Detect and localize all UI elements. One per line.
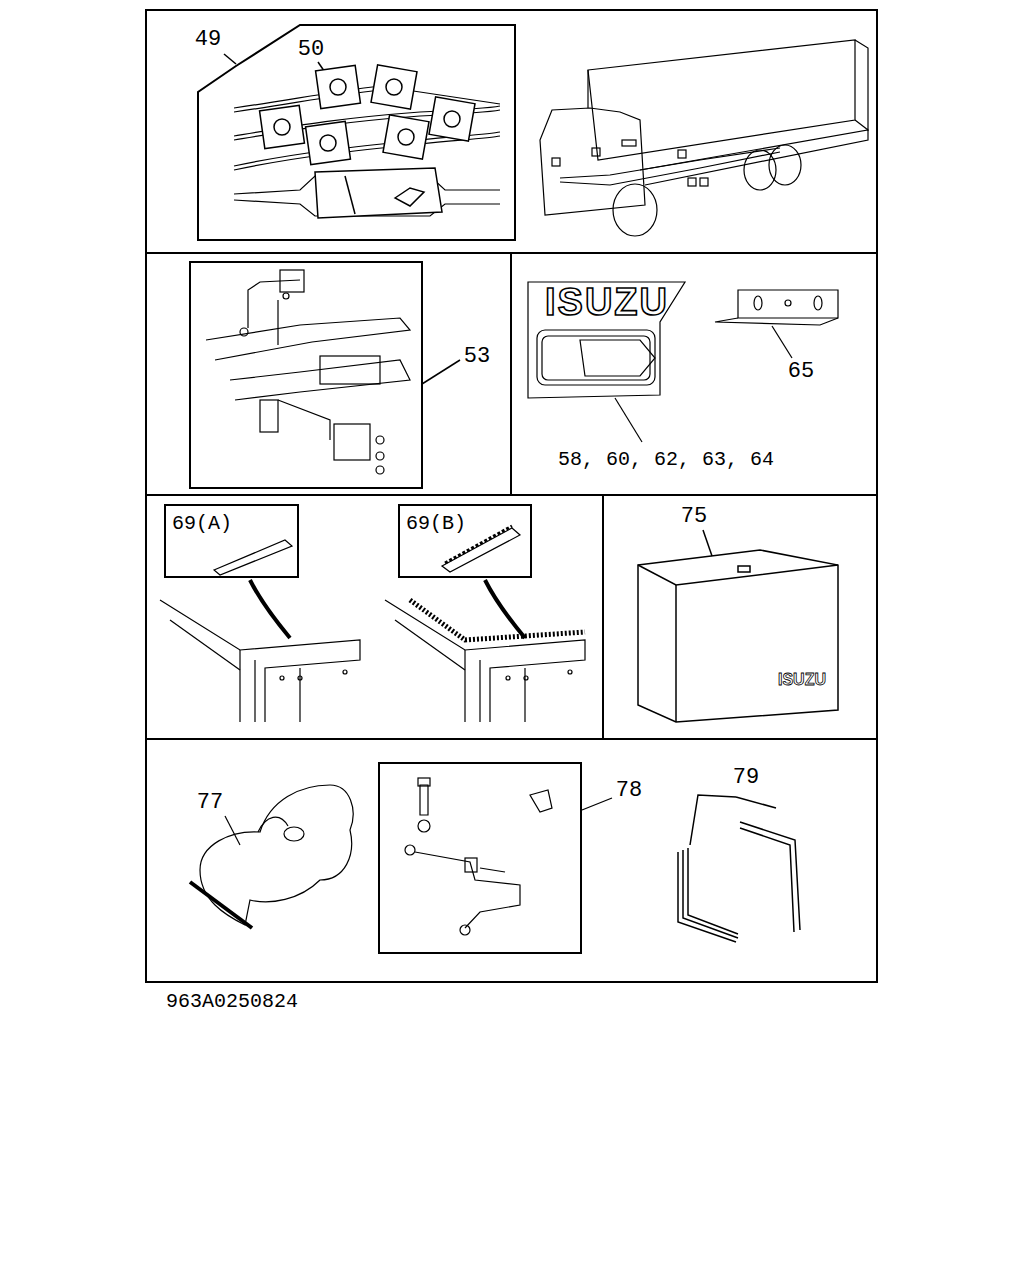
callout-number: 65 bbox=[788, 361, 814, 383]
emblem-lettering: ISUZU bbox=[545, 283, 669, 321]
callout-number: 78 bbox=[616, 780, 642, 802]
callout-number: 69(B) bbox=[406, 514, 466, 534]
callout-number: 50 bbox=[298, 39, 324, 61]
callout-number: 77 bbox=[197, 792, 223, 814]
callout-number: 53 bbox=[464, 346, 490, 368]
callout-number: 49 bbox=[195, 29, 221, 51]
callout-number: 69(A) bbox=[172, 514, 232, 534]
callout-number: 75 bbox=[681, 506, 707, 528]
callout-number: 58, 60, 62, 63, 64 bbox=[558, 450, 774, 470]
box-lettering: ISUZU bbox=[778, 672, 826, 688]
callout-number: 79 bbox=[733, 767, 759, 789]
figure-code: 963A0250824 bbox=[166, 992, 298, 1012]
